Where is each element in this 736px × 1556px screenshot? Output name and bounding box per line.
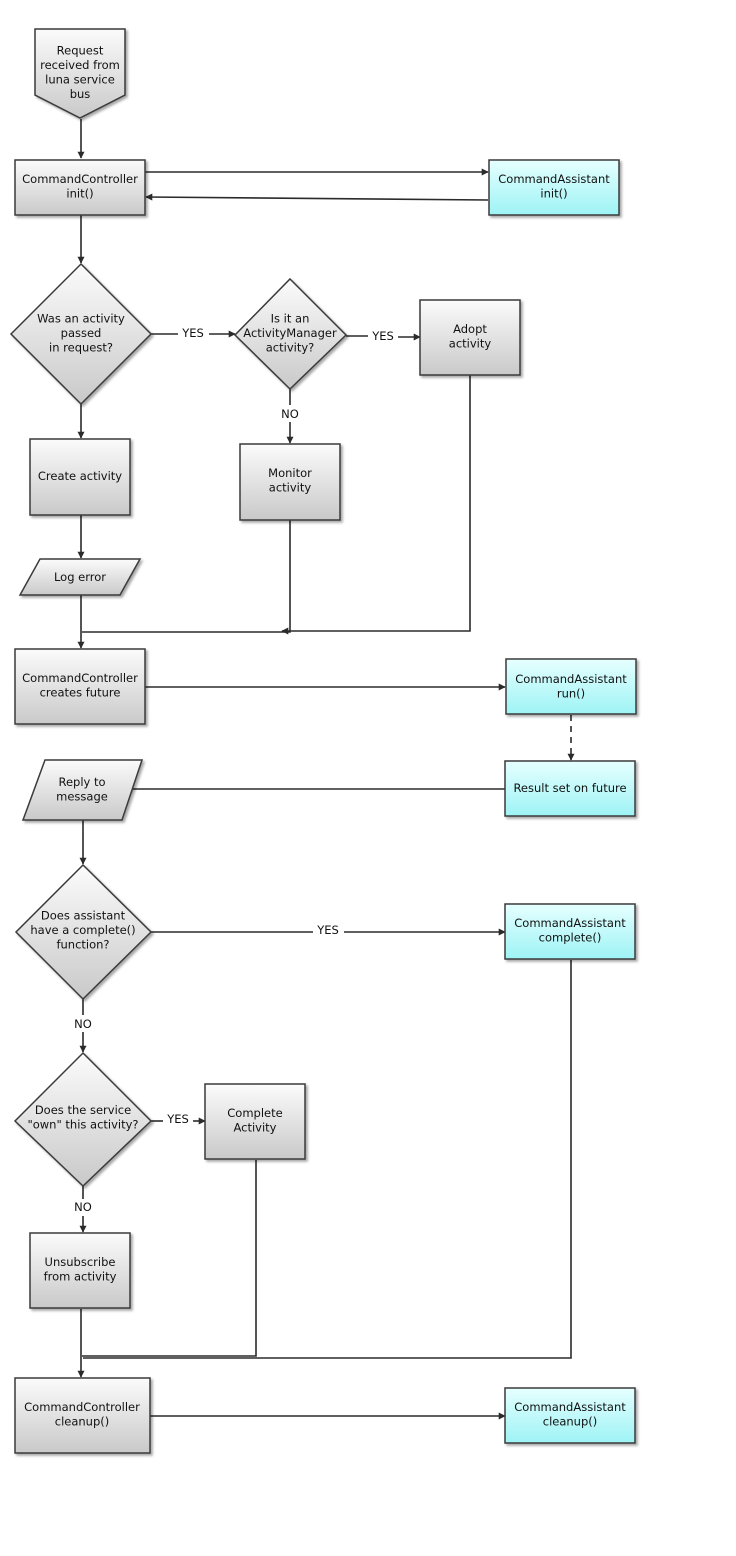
ca-complete-label-line: CommandAssistant [514,916,626,930]
decision-own [13,1051,153,1188]
complete-activity-label-line: Activity [233,1120,276,1134]
d-complete-fn-label-line: function? [56,938,109,952]
adopt-node [419,299,521,376]
d-activitymanager-label-line: Is it an [271,312,310,326]
ca-complete-label-line: complete() [539,930,602,944]
cc-cleanup-label-line: CommandController [24,1400,140,1414]
d-activity-passed-label-line: Was an activity [37,312,125,326]
reply-label-line: message [56,789,108,803]
edge-label-no-3: NO [74,1200,92,1214]
d-activitymanager-label-line: ActivityManager [243,326,337,340]
reply-node [21,759,144,821]
ca-cleanup-node [504,1387,636,1444]
edge-ca-complete-to-merge [83,960,572,1359]
ca-cleanup-label-line: cleanup() [543,1414,598,1428]
complete-activity-node [204,1083,306,1160]
cc-future-label-line: CommandController [22,671,138,685]
monitor-node [239,443,341,521]
cc-cleanup-label-line: cleanup() [55,1414,110,1428]
log-error-node [18,558,142,596]
d-own-label-line: "own" this activity? [27,1117,138,1131]
edge-labels: YES YES NO YES NO YES NO [74,326,394,1214]
edge-monitor-to-merge [82,520,291,633]
ca-run-label-line: CommandAssistant [515,672,627,686]
d-complete-fn-label-line: Does assistant [41,909,126,923]
start-label-line: luna service [45,72,115,86]
start-node [34,28,126,119]
edge-label-yes-3: YES [316,923,339,937]
edge-label-no-2: NO [74,1017,92,1031]
d-activity-passed-label-line: in request? [49,341,113,355]
ca-run-node [505,658,637,715]
d-activity-passed-label-line: passed [61,326,102,340]
ca-complete-node [504,903,636,960]
monitor-label-line: Monitor [268,466,312,480]
connectors [77,119,575,1420]
edge-label-no-1: NO [281,407,299,421]
shapes [9,28,637,1454]
cc-init-label-line: CommandController [22,172,138,186]
edge-ca-init-to-cc-init [145,193,489,201]
ca-run-label-line: run() [557,686,585,700]
decision-complete-fn [14,863,153,1001]
edge-label-yes-4: YES [166,1112,189,1126]
decision-activitymanager [233,277,348,391]
start-label-line: bus [70,87,91,101]
result-set-label-line: Result set on future [513,781,626,795]
result-set-node [504,760,636,817]
ca-init-label-line: init() [540,186,567,200]
complete-activity-label-line: Complete [227,1106,282,1120]
unsubscribe-label-line: from activity [44,1269,117,1283]
d-complete-fn-label-line: have a complete() [30,923,135,937]
unsubscribe-label-line: Unsubscribe [45,1255,116,1269]
d-own-label-line: Does the service [35,1103,131,1117]
edge-label-yes-2: YES [371,329,394,343]
adopt-label-line: activity [449,336,492,350]
unsubscribe-node [29,1232,131,1309]
log-error-label-line: Log error [54,570,106,584]
edge-label-yes-1: YES [181,326,204,340]
reply-label-line: Reply to [58,775,105,789]
cc-future-label-line: creates future [40,685,121,699]
ca-init-label-line: CommandAssistant [498,172,610,186]
start-label-line: received from [40,58,120,72]
ca-cleanup-label-line: CommandAssistant [514,1400,626,1414]
cc-init-label-line: init() [66,186,93,200]
adopt-label-line: Adopt [453,322,487,336]
cc-future-node [14,648,146,725]
cc-cleanup-node [14,1377,151,1454]
edge-complete-to-merge [82,1160,257,1357]
start-label-line: Request [57,43,104,57]
create-activity-label-line: Create activity [38,469,122,483]
decision-activity-passed [9,262,153,406]
edge-adopt-to-merge [281,375,471,635]
d-activitymanager-label-line: activity? [266,341,315,355]
ca-init-node [488,159,620,216]
monitor-label-line: activity [269,480,312,494]
cc-init-node [14,159,146,216]
create-activity-node [29,438,131,516]
